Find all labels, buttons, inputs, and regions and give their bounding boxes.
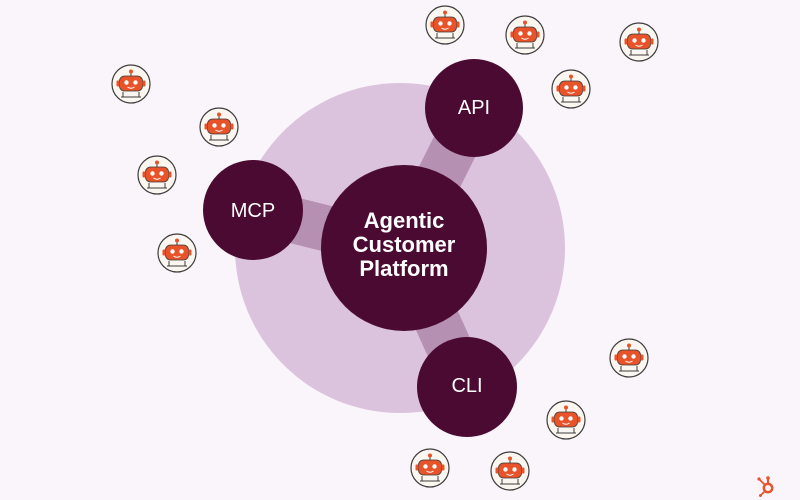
robot-icon bbox=[410, 448, 450, 488]
robot-icon bbox=[546, 400, 586, 440]
robot-icon bbox=[505, 15, 545, 55]
node-center[interactable] bbox=[321, 165, 487, 331]
hubspot-logo-icon bbox=[757, 476, 774, 497]
robot-icon bbox=[157, 233, 197, 273]
robot-icon bbox=[609, 338, 649, 378]
robot-icon bbox=[199, 107, 239, 147]
node-mcp[interactable] bbox=[203, 160, 303, 260]
robot-icon bbox=[619, 22, 659, 62]
robot-icon bbox=[137, 155, 177, 195]
robot-icon bbox=[551, 69, 591, 109]
robot-icon bbox=[425, 5, 465, 45]
robot-icon bbox=[490, 451, 530, 491]
robot-icon bbox=[111, 64, 151, 104]
node-cli[interactable] bbox=[417, 337, 517, 437]
node-api[interactable] bbox=[425, 59, 523, 157]
